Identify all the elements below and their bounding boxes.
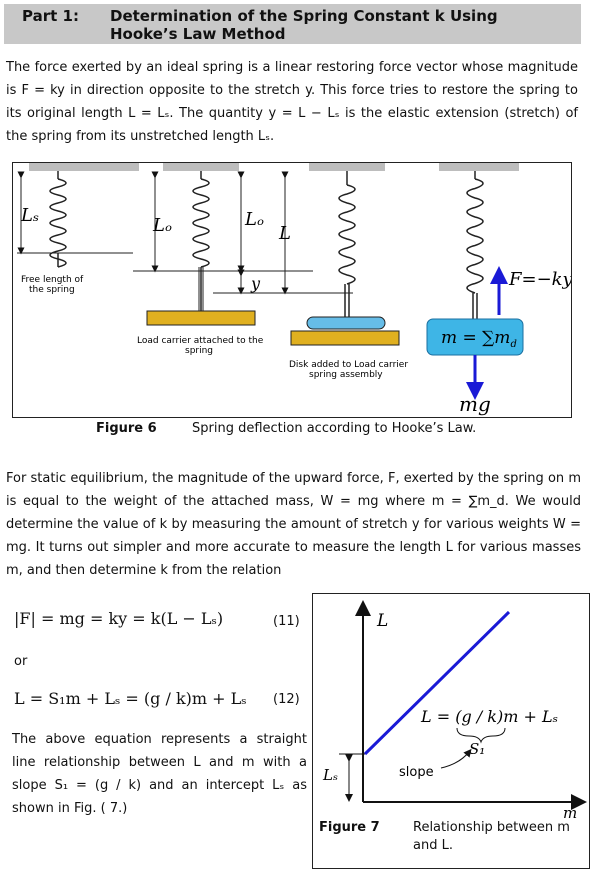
slope-brace — [456, 727, 506, 744]
x-axis-label: m — [563, 804, 577, 822]
section-title: Determination of the Spring Constant k U… — [110, 7, 570, 43]
label-lo-1: Lₒ — [152, 215, 172, 236]
label-force: F=−ky — [508, 269, 571, 290]
slope-pointer — [440, 748, 472, 769]
figure-7-svg: L m Lₛ L = (g / k)m + Lₛ S₁ slope — [322, 600, 587, 822]
relationship-line — [363, 610, 511, 756]
disk-label-1: Disk added to Load carrier — [289, 360, 408, 370]
figure-6-label: Figure 6 — [96, 421, 157, 436]
equilibrium-paragraph: For static equilibrium, the magnitude of… — [6, 471, 581, 578]
figure-6-caption: Spring deflection according to Hooke’s L… — [192, 421, 477, 436]
intercept-label: Lₛ — [322, 766, 338, 784]
or-text: or — [14, 654, 28, 669]
label-mass: m = ∑md — [441, 328, 517, 350]
figure-7-label: Figure 7 — [319, 820, 380, 835]
section-title-line1: Determination of the Spring Constant k U… — [110, 7, 498, 25]
section-title-line2: Hooke’s Law Method — [110, 25, 286, 43]
spring-1 — [49, 171, 67, 268]
figure-6-spring-diagram: Lₛ Free length of the spring Lₒ Load car… — [12, 162, 574, 418]
label-lo-2: Lₒ — [244, 209, 264, 230]
load-carrier-1 — [146, 310, 256, 326]
figure-6-svg: Lₛ Free length of the spring Lₒ Load car… — [17, 163, 574, 416]
spring-3 — [338, 171, 356, 321]
spring-2 — [192, 171, 210, 311]
ceiling-3 — [309, 163, 385, 171]
label-mg: mg — [459, 392, 491, 416]
section-header: Part 1: Determination of the Spring Cons… — [4, 4, 581, 44]
equation-12-number: (12) — [273, 692, 300, 707]
load-carrier-label-1: Load carrier attached to the — [137, 336, 264, 346]
ceiling-1 — [29, 163, 139, 171]
equation-11-number: (11) — [273, 614, 300, 629]
slope-label: slope — [399, 765, 434, 780]
equation-12: L = S₁m + Lₛ = (g / k)m + Lₛ — [14, 689, 247, 708]
free-length-label-2: the spring — [29, 285, 75, 295]
figure-7-caption-line2: and L. — [413, 838, 453, 853]
label-l: L — [278, 223, 291, 244]
equation-11: |F| = mg = ky = k(L − Lₛ) — [14, 609, 224, 628]
line-equation-label: L = (g / k)m + Lₛ — [420, 707, 558, 726]
free-length-label-1: Free length of — [21, 275, 84, 285]
load-carrier-2 — [290, 330, 400, 346]
figure-7-caption-line1: Relationship between m — [413, 820, 570, 835]
figure-7-graph: L m Lₛ L = (g / k)m + Lₛ S₁ slope — [312, 593, 590, 869]
y-axis-label: L — [376, 611, 388, 631]
load-carrier-label-2: spring — [185, 346, 213, 356]
spring-4 — [466, 171, 484, 319]
slope-paragraph: The above equation represents a straight… — [12, 732, 307, 816]
disk — [306, 316, 386, 330]
disk-label-2: spring assembly — [309, 370, 383, 380]
ceiling-2 — [163, 163, 239, 171]
label-ls: Lₛ — [20, 205, 39, 226]
slope-symbol: S₁ — [469, 740, 485, 758]
intro-paragraph: The force exerted by an ideal spring is … — [6, 60, 578, 144]
ceiling-4 — [439, 163, 519, 171]
label-y: y — [250, 274, 261, 293]
part-number: Part 1: — [22, 7, 79, 25]
